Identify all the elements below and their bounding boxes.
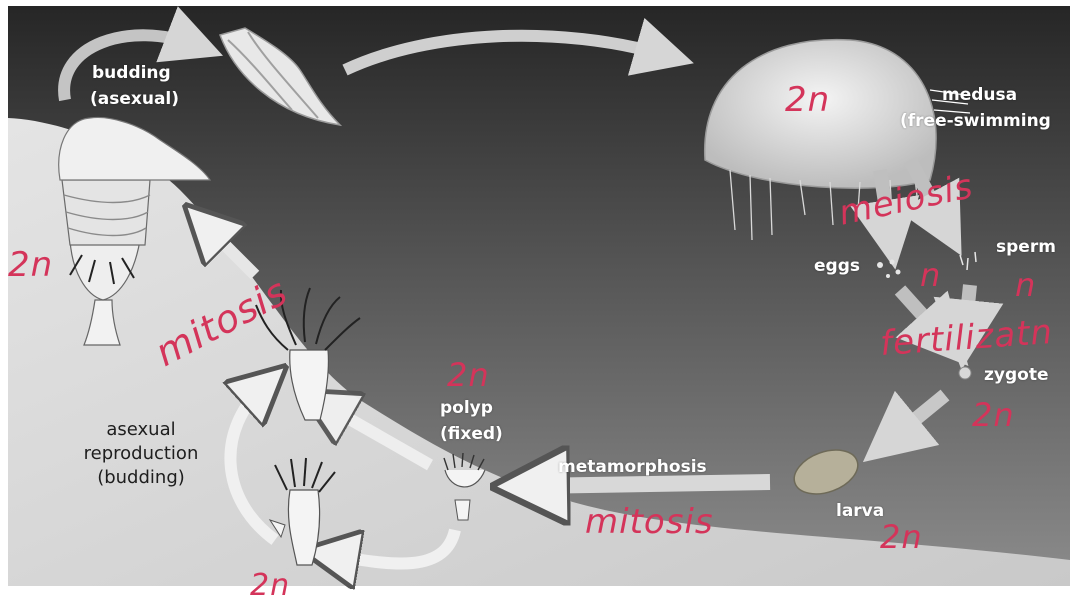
asexual-reproduction-label: asexual reproduction (budding) (66, 418, 216, 490)
annotation-zygote-2n: 2n (972, 396, 1015, 434)
arrow-metamorphosis (530, 482, 770, 486)
eggs-label: eggs (814, 255, 860, 277)
metamorphosis-label: metamorphosis (558, 456, 707, 478)
annotation-polyp-2n: 2n (447, 356, 490, 394)
larva-label: larva (836, 500, 884, 522)
polyp-label: polyp (440, 397, 493, 419)
annotation-eggs-n: n (920, 256, 941, 294)
annotation-medusa-2n: 2n (785, 80, 830, 120)
asexual-reproduction-line-3: (budding) (66, 466, 216, 490)
budding-asexual-label: (asexual) (90, 88, 179, 110)
asexual-reproduction-line-2: reproduction (66, 442, 216, 466)
annotation-left-polyp-2n: 2n (8, 245, 53, 285)
budding-label: budding (92, 62, 171, 84)
zygote-label: zygote (984, 364, 1048, 386)
zygote-illustration (959, 367, 971, 379)
annotation-bottom-2n: 2n (250, 568, 290, 603)
sperm-label: sperm (996, 236, 1056, 258)
medusa-label: medusa (942, 84, 1017, 106)
asexual-reproduction-line-1: asexual (66, 418, 216, 442)
annotation-sperm-n: n (1015, 266, 1036, 304)
annotation-larva-2n: 2n (880, 518, 923, 556)
medusa-free-swimming-label: (free-swimming (900, 110, 1051, 132)
polyp-fixed-label: (fixed) (440, 423, 503, 445)
annotation-mitosis-bottom: mitosis (585, 502, 714, 542)
